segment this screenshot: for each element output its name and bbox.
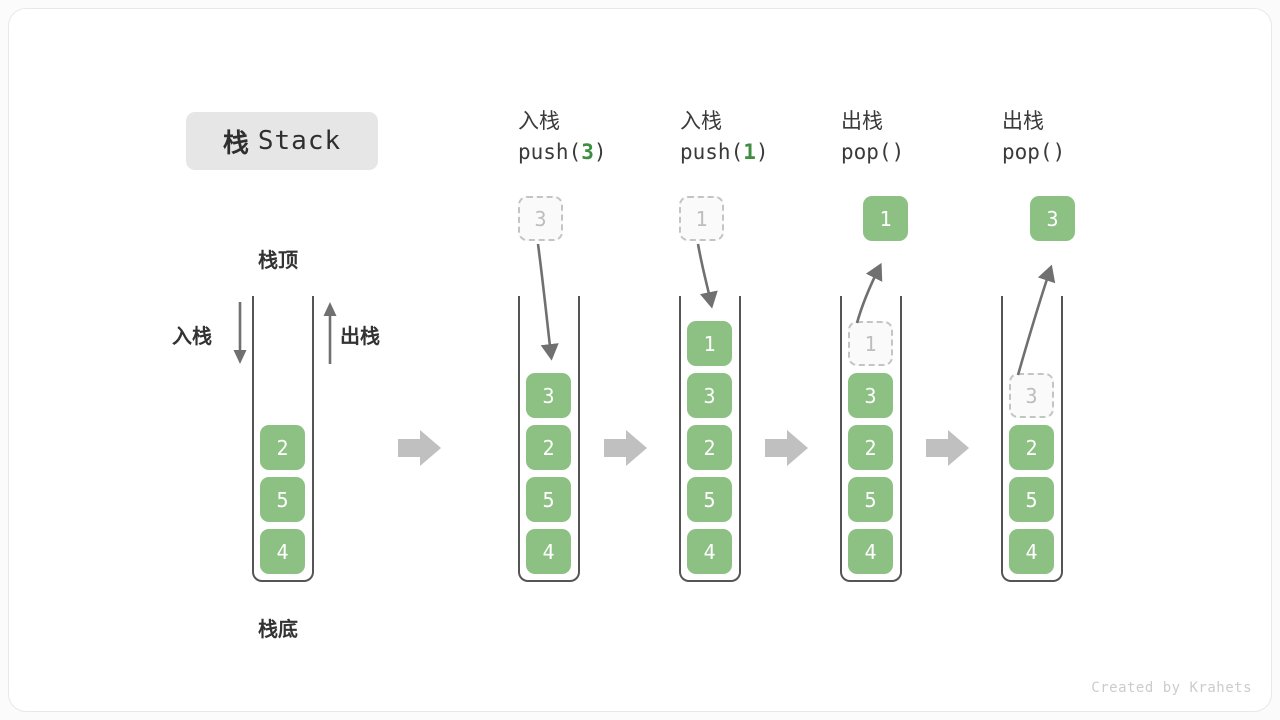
step-op-cn: 入栈	[518, 109, 560, 133]
step-header-pop-3: 出栈 pop()	[1002, 106, 1172, 168]
step-op-cn: 出栈	[841, 109, 883, 133]
step3-stack-frame	[840, 296, 902, 582]
flow-arrow-icon	[398, 430, 441, 466]
fn-suffix: )	[1052, 140, 1066, 164]
credit-text: Created by Krahets	[1091, 680, 1252, 696]
step1-external-cell: 3	[518, 196, 563, 241]
step3-cell: 5	[848, 477, 893, 522]
arrow-up-icon	[323, 302, 337, 364]
step-fn: push(3)	[518, 136, 688, 168]
step2-cell: 4	[687, 529, 732, 574]
flow-arrow-icon	[765, 430, 808, 466]
step-op-cn: 入栈	[680, 109, 722, 133]
fn-prefix: pop(	[1002, 140, 1053, 164]
step3-external-cell: 1	[863, 196, 908, 241]
step3-cell: 4	[848, 529, 893, 574]
step1-stack-frame	[518, 296, 580, 582]
title-cn: 栈	[222, 128, 250, 159]
left-stack-cell: 2	[260, 425, 305, 470]
step1-cell: 4	[526, 529, 571, 574]
step4-external-cell: 3	[1030, 196, 1075, 241]
left-stack-cell: 4	[260, 529, 305, 574]
step-header-push-1: 入栈 push(1)	[680, 106, 850, 168]
step2-cell: 3	[687, 373, 732, 418]
left-stack-frame	[252, 296, 314, 582]
fn-prefix: push(	[680, 140, 744, 164]
stack-bottom-label: 栈底	[258, 617, 298, 641]
flow-arrow-icon	[604, 430, 647, 466]
fn-arg: 3	[581, 140, 594, 164]
step2-cell: 1	[687, 321, 732, 366]
arrow-down-icon	[233, 302, 247, 364]
fn-suffix: )	[891, 140, 905, 164]
stack-top-label: 栈顶	[258, 248, 298, 272]
step2-stack-frame	[679, 296, 741, 582]
flow-arrow-icon	[926, 430, 969, 466]
step3-cell: 1	[848, 321, 893, 366]
fn-arg: 1	[743, 140, 756, 164]
step-op-cn: 出栈	[1002, 109, 1044, 133]
step2-external-cell: 1	[679, 196, 724, 241]
fn-suffix: )	[593, 140, 607, 164]
step4-cell: 5	[1009, 477, 1054, 522]
step4-cell: 2	[1009, 425, 1054, 470]
title-en: Stack	[257, 126, 342, 156]
fn-prefix: pop(	[841, 140, 892, 164]
left-pop-label: 出栈	[340, 324, 380, 348]
left-push-label: 入栈	[172, 324, 212, 348]
step-header-push-3: 入栈 push(3)	[518, 106, 688, 168]
step4-stack-frame	[1001, 296, 1063, 582]
step3-cell: 2	[848, 425, 893, 470]
step-header-pop-1: 出栈 pop()	[841, 106, 1011, 168]
step-fn: pop()	[1002, 136, 1172, 168]
diagram-title-badge: 栈 Stack	[186, 112, 378, 170]
step1-cell: 5	[526, 477, 571, 522]
fn-suffix: )	[755, 140, 769, 164]
left-stack-cell: 5	[260, 477, 305, 522]
step1-cell: 3	[526, 373, 571, 418]
step3-cell: 3	[848, 373, 893, 418]
fn-prefix: push(	[518, 140, 582, 164]
step2-cell: 2	[687, 425, 732, 470]
step4-cell: 3	[1009, 373, 1054, 418]
step-fn: push(1)	[680, 136, 850, 168]
step4-cell: 4	[1009, 529, 1054, 574]
step1-cell: 2	[526, 425, 571, 470]
step-fn: pop()	[841, 136, 1011, 168]
step2-cell: 5	[687, 477, 732, 522]
